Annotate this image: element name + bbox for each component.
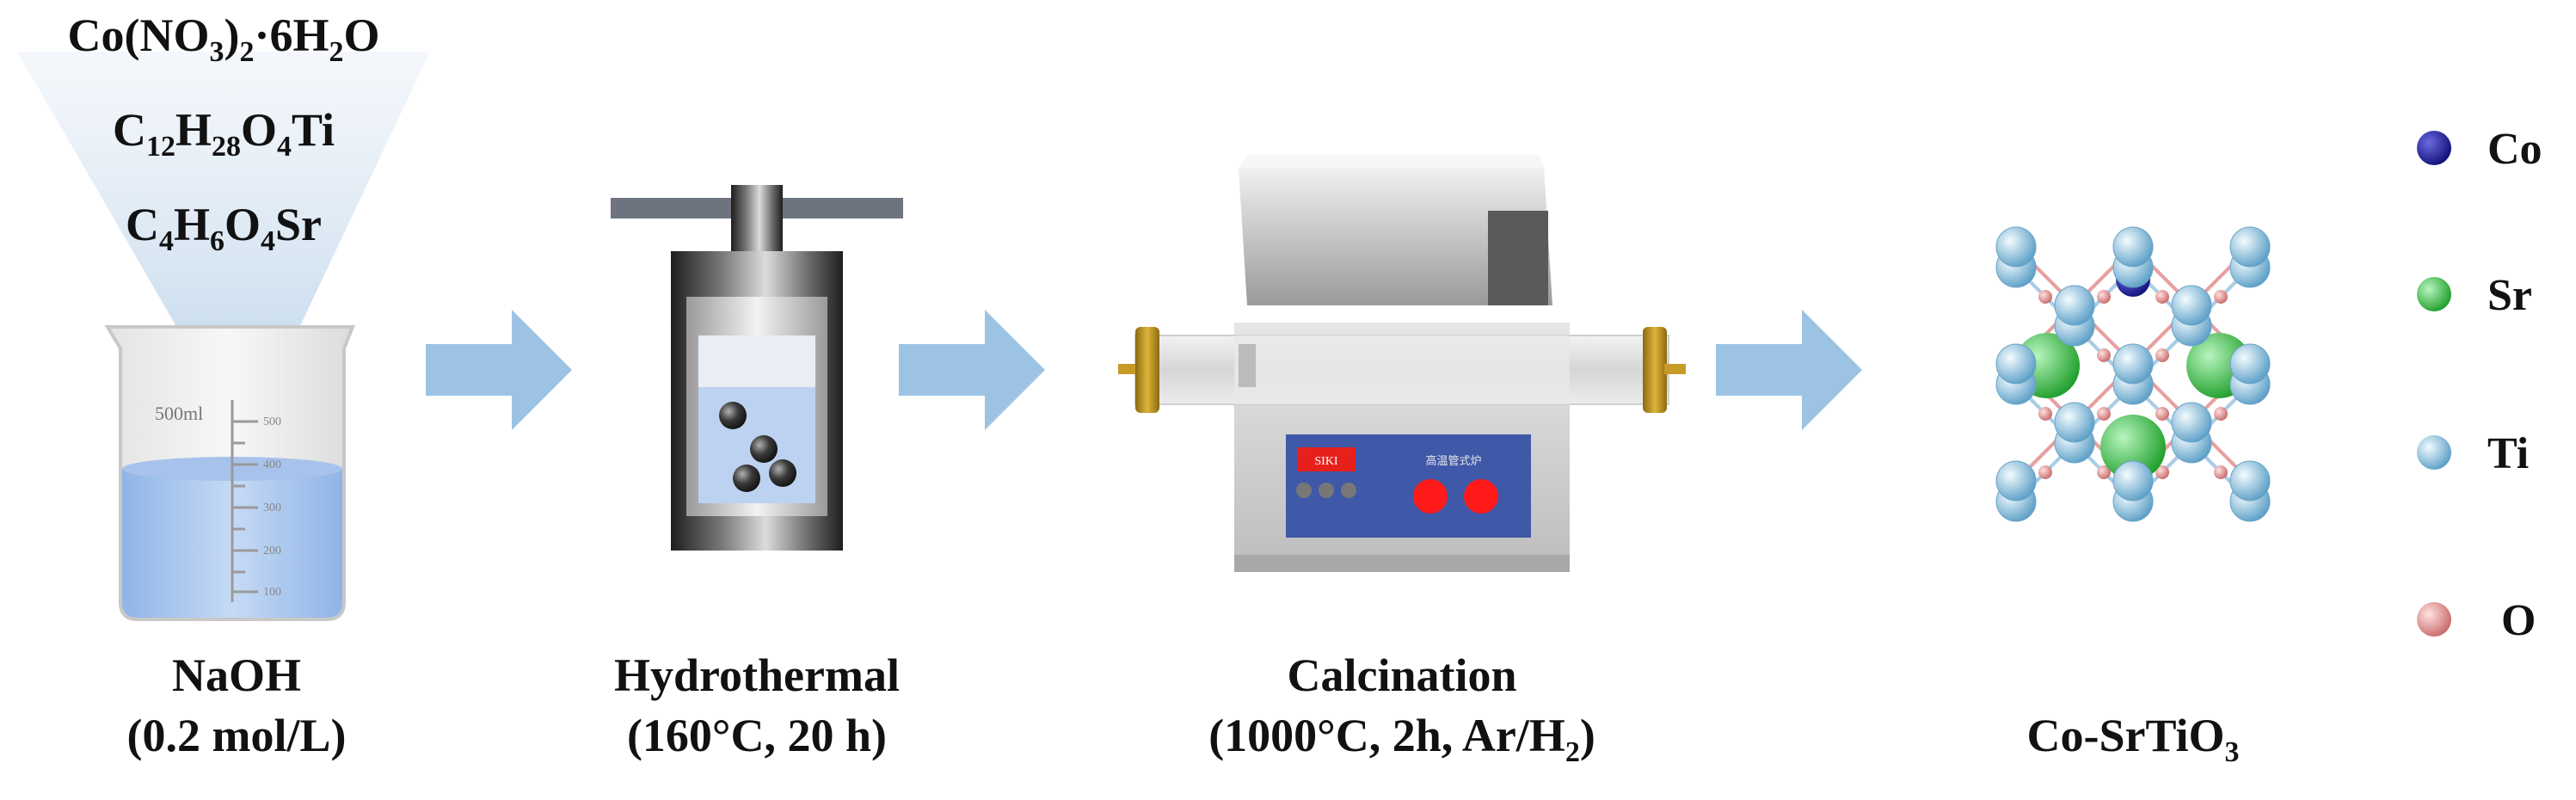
step1-label: NaOH (0.2 mol/L) (126, 649, 347, 761)
legend-sr-label: Sr (2487, 271, 2532, 320)
oxygen-atom (2038, 465, 2052, 479)
step3-label: Calcination (1000°C, 2h, Ar/H2) (1208, 649, 1595, 768)
beaker-scale-300: 300 (263, 502, 281, 514)
legend-o-swatch (2417, 602, 2451, 637)
beaker: 500ml 500 400 300 200 100 (104, 325, 355, 621)
beaker-scale-500: 500 (263, 415, 281, 428)
product-label: Co-SrTiO3 (2026, 710, 2240, 768)
reagent-cone (17, 52, 430, 378)
oxygen-atom (2155, 348, 2169, 362)
titanium-atom (2112, 460, 2154, 502)
furnace-display-text: SIKI (1314, 455, 1338, 468)
titanium-atom (1995, 226, 2037, 268)
beaker-scale-200: 200 (263, 545, 281, 557)
legend-ti-label: Ti (2487, 429, 2529, 478)
titanium-atom (2112, 226, 2154, 268)
legend-ti-swatch (2417, 435, 2451, 470)
oxygen-atom (2214, 407, 2228, 421)
oxygen-atom (2155, 407, 2169, 421)
titanium-atom (1995, 343, 2037, 385)
reagent-ti-isopropoxide: C12H28O4Ti (112, 104, 335, 163)
oxygen-atom (2097, 465, 2111, 479)
titanium-atom (2171, 285, 2212, 326)
titanium-atom (2171, 402, 2212, 443)
titanium-atom (2112, 343, 2154, 385)
titanium-atom (2054, 285, 2095, 326)
oxygen-atom (2155, 465, 2169, 479)
oxygen-atom (2214, 465, 2228, 479)
arrow-2 (899, 310, 1045, 430)
titanium-atom (2054, 402, 2095, 443)
furnace-brand-text: 高温管式炉 (1425, 454, 1481, 467)
oxygen-atom (2214, 290, 2228, 304)
oxygen-atom (2097, 407, 2111, 421)
tube-furnace: SIKI 高温管式炉 (1118, 155, 1686, 572)
titanium-atom (2229, 460, 2271, 502)
reagent-sr-acetate: C4H6O4Sr (125, 199, 323, 257)
beaker-scale-400: 400 (263, 458, 281, 471)
crystal-structure (1995, 226, 2271, 522)
legend: Co Sr Ti O (2417, 125, 2542, 645)
strontium-atom (2100, 415, 2166, 480)
oxygen-atom (2038, 290, 2052, 304)
legend-sr-swatch (2417, 277, 2451, 311)
step2-label: Hydrothermal (160°C, 20 h) (614, 649, 900, 761)
beaker-scale-100: 100 (263, 586, 281, 599)
titanium-atom (2229, 226, 2271, 268)
beaker-volume-label: 500ml (155, 403, 203, 424)
arrow-3 (1716, 310, 1862, 430)
reagent-co-nitrate: Co(NO3)2·6H2O (67, 9, 380, 68)
titanium-atom (2229, 343, 2271, 385)
legend-co-swatch (2417, 131, 2451, 165)
titanium-atom (1995, 460, 2037, 502)
arrow-1 (426, 310, 572, 430)
autoclave (611, 185, 903, 551)
oxygen-atom (2097, 290, 2111, 304)
oxygen-atom (2097, 348, 2111, 362)
legend-o-label: O (2501, 596, 2536, 645)
legend-co-label: Co (2487, 125, 2542, 174)
oxygen-atom (2038, 407, 2052, 421)
oxygen-atom (2155, 290, 2169, 304)
